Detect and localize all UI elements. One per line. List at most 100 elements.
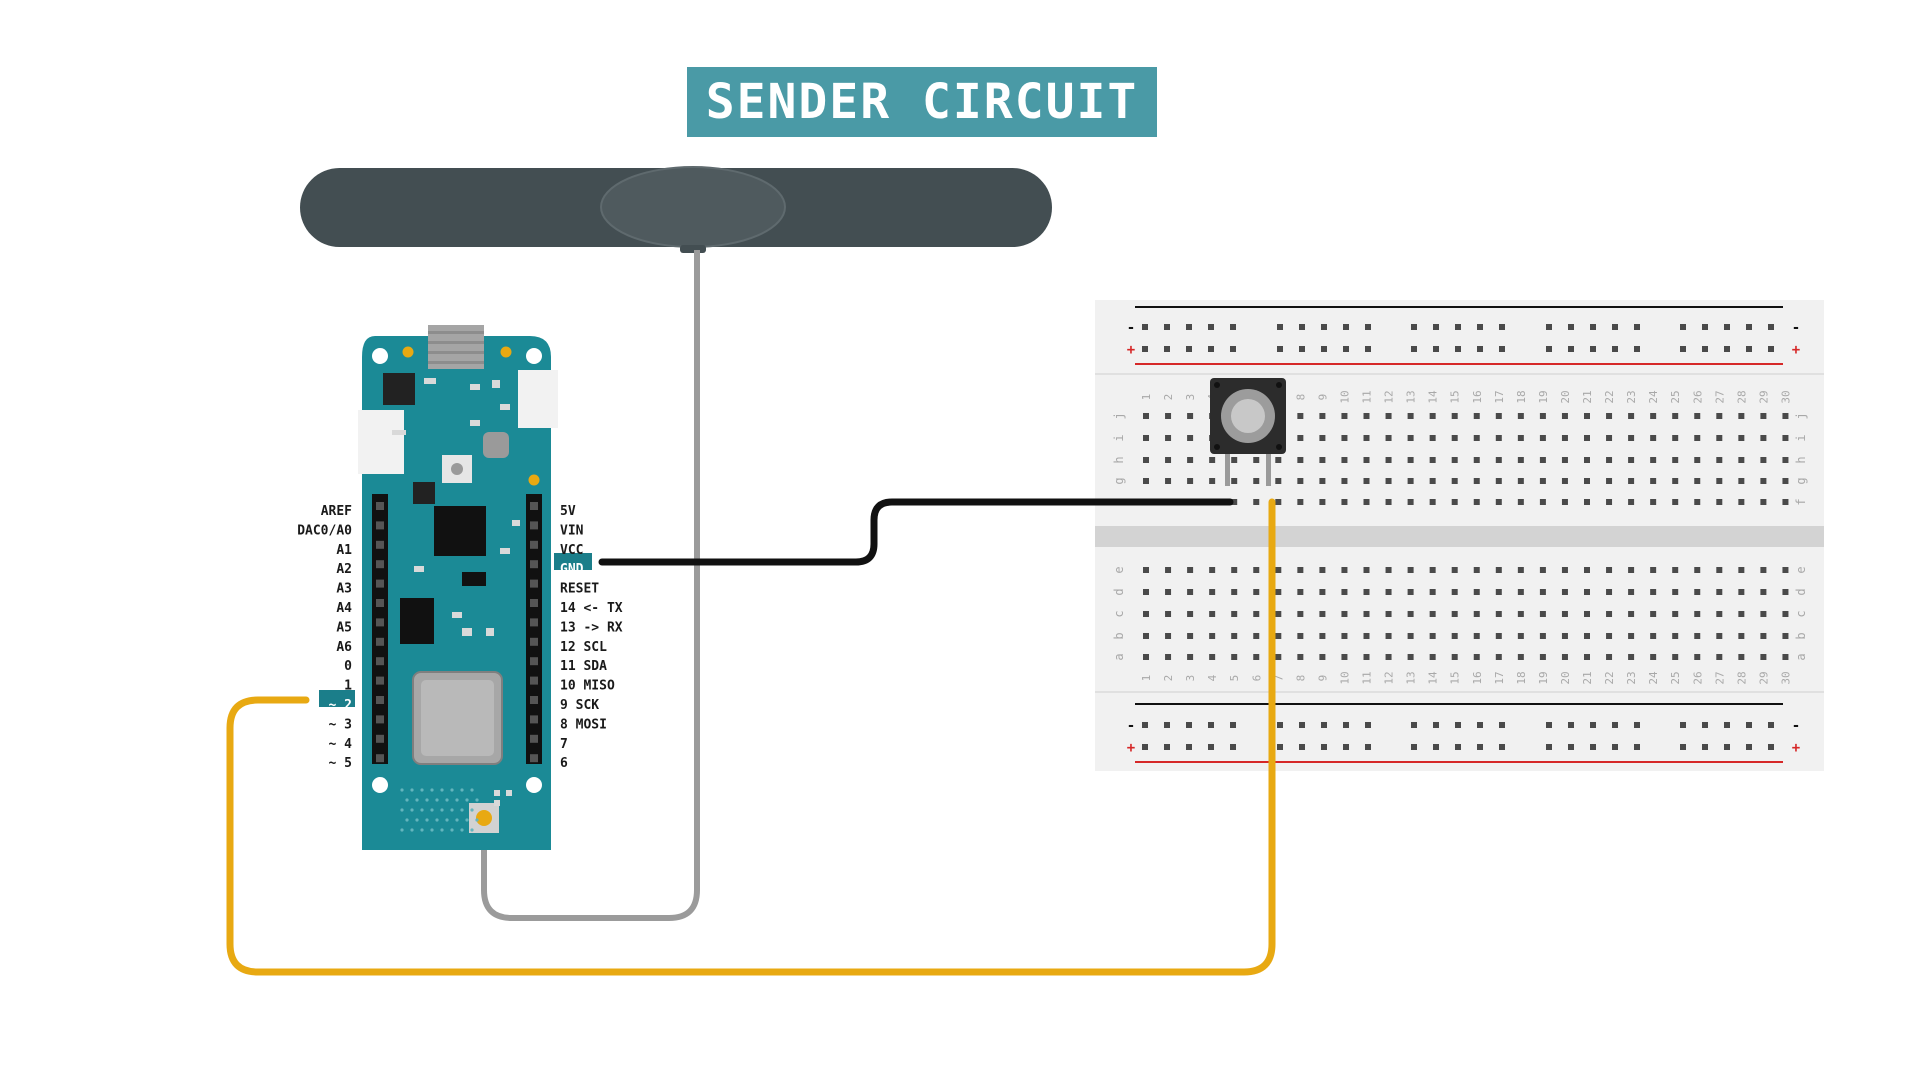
breadboard-hole [1517, 654, 1524, 660]
rail-hole [1186, 722, 1192, 728]
breadboard-hole [1297, 589, 1304, 595]
pad-dot [450, 828, 454, 832]
row-letter: b [1794, 632, 1808, 639]
breadboard-hole [1363, 611, 1370, 617]
column-number: 7 [1272, 675, 1285, 682]
rail-hole [1433, 346, 1439, 352]
breadboard-hole [1495, 457, 1502, 463]
breadboard-hole [1539, 413, 1546, 419]
breadboard-hole [1275, 633, 1282, 639]
breadboard-hole [1672, 478, 1679, 484]
rail-hole [1343, 722, 1349, 728]
breadboard-hole [1187, 478, 1194, 484]
rail-polarity-label: + [1792, 342, 1800, 358]
rail-hole [1724, 744, 1730, 750]
column-number: 23 [1625, 390, 1638, 403]
breadboard-hole [1495, 611, 1502, 617]
column-number: 3 [1184, 394, 1197, 401]
breadboard-hole [1782, 435, 1789, 441]
rail-polarity-label: - [1792, 320, 1800, 336]
pin-label-left: ~ 5 [329, 756, 352, 771]
column-number: 4 [1206, 674, 1219, 681]
rail-hole [1321, 324, 1327, 330]
breadboard-hole [1319, 611, 1326, 617]
breadboard-hole [1517, 478, 1524, 484]
smd-part [452, 612, 462, 618]
breadboard-hole [1628, 589, 1635, 595]
breadboard-hole [1165, 457, 1172, 463]
signal-wire [226, 498, 1276, 976]
header-pin [530, 521, 538, 530]
smd-part [512, 520, 520, 526]
rail-hole [1299, 324, 1305, 330]
breadboard-hole [1738, 435, 1745, 441]
rail-hole [1724, 324, 1730, 330]
rail-hole [1477, 324, 1483, 330]
rail-polarity-label: + [1127, 342, 1135, 358]
breadboard-hole [1716, 654, 1723, 660]
breadboard-hole [1517, 413, 1524, 419]
breadboard-hole [1143, 589, 1149, 595]
breadboard-hole [1341, 589, 1348, 595]
breadboard-hole [1385, 499, 1392, 505]
pad-dot [410, 808, 414, 812]
pin-label-right: RESET [560, 582, 599, 597]
breadboard-hole [1319, 478, 1326, 484]
header-pin [376, 540, 384, 549]
header-pin [530, 715, 538, 724]
rail-hole [1568, 324, 1574, 330]
rail-hole [1142, 722, 1148, 728]
column-number: 25 [1669, 671, 1682, 684]
row-letter: g [1794, 477, 1808, 484]
breadboard-hole [1606, 435, 1613, 441]
breadboard-hole [1363, 633, 1370, 639]
pad-dot [420, 808, 424, 812]
breadboard-hole [1539, 589, 1546, 595]
breadboard-hole [1407, 457, 1414, 463]
rail-hole [1455, 324, 1461, 330]
breadboard-hole [1209, 478, 1216, 484]
breadboard-hole [1672, 654, 1679, 660]
column-number: 15 [1449, 671, 1462, 684]
pad-dot [460, 808, 464, 812]
row-letter: i [1112, 434, 1126, 441]
column-number: 14 [1427, 671, 1440, 685]
breadboard-hole [1231, 654, 1238, 660]
pad-dot [410, 788, 414, 792]
header-pin [530, 676, 538, 685]
rail-hole [1746, 744, 1752, 750]
header-pin [530, 560, 538, 569]
rail-hole [1568, 346, 1574, 352]
rail-hole [1164, 722, 1170, 728]
column-number: 17 [1493, 671, 1506, 684]
breadboard-hole [1738, 413, 1745, 419]
pad-dot [470, 808, 474, 812]
breadboard-hole [1297, 499, 1304, 505]
rail-hole [1142, 324, 1148, 330]
breadboard-hole [1407, 589, 1414, 595]
board-pad-dots [400, 788, 479, 832]
pin-label-right: VIN [560, 523, 584, 538]
rail-hole [1208, 744, 1214, 750]
breadboard-hole [1341, 413, 1348, 419]
breadboard-hole [1451, 611, 1458, 617]
breadboard-hole [1253, 589, 1260, 595]
breadboard-hole [1385, 654, 1392, 660]
breadboard-hole [1231, 633, 1238, 639]
breadboard-hole [1473, 633, 1480, 639]
header-pin [376, 521, 384, 530]
breadboard-hole [1165, 611, 1172, 617]
pin-label-right: 9 SCK [560, 698, 599, 713]
pin-label-left: A3 [336, 582, 352, 597]
rail-hole [1321, 744, 1327, 750]
breadboard-hole [1165, 567, 1172, 573]
breadboard-hole [1694, 567, 1701, 573]
pad-dot [405, 798, 409, 802]
breadboard-hole [1517, 567, 1524, 573]
header-pin [376, 715, 384, 724]
breadboard-hole [1429, 611, 1436, 617]
breadboard-hole [1407, 567, 1414, 573]
column-number: 29 [1757, 671, 1770, 684]
rail-hole [1343, 346, 1349, 352]
breadboard-hole [1187, 589, 1194, 595]
